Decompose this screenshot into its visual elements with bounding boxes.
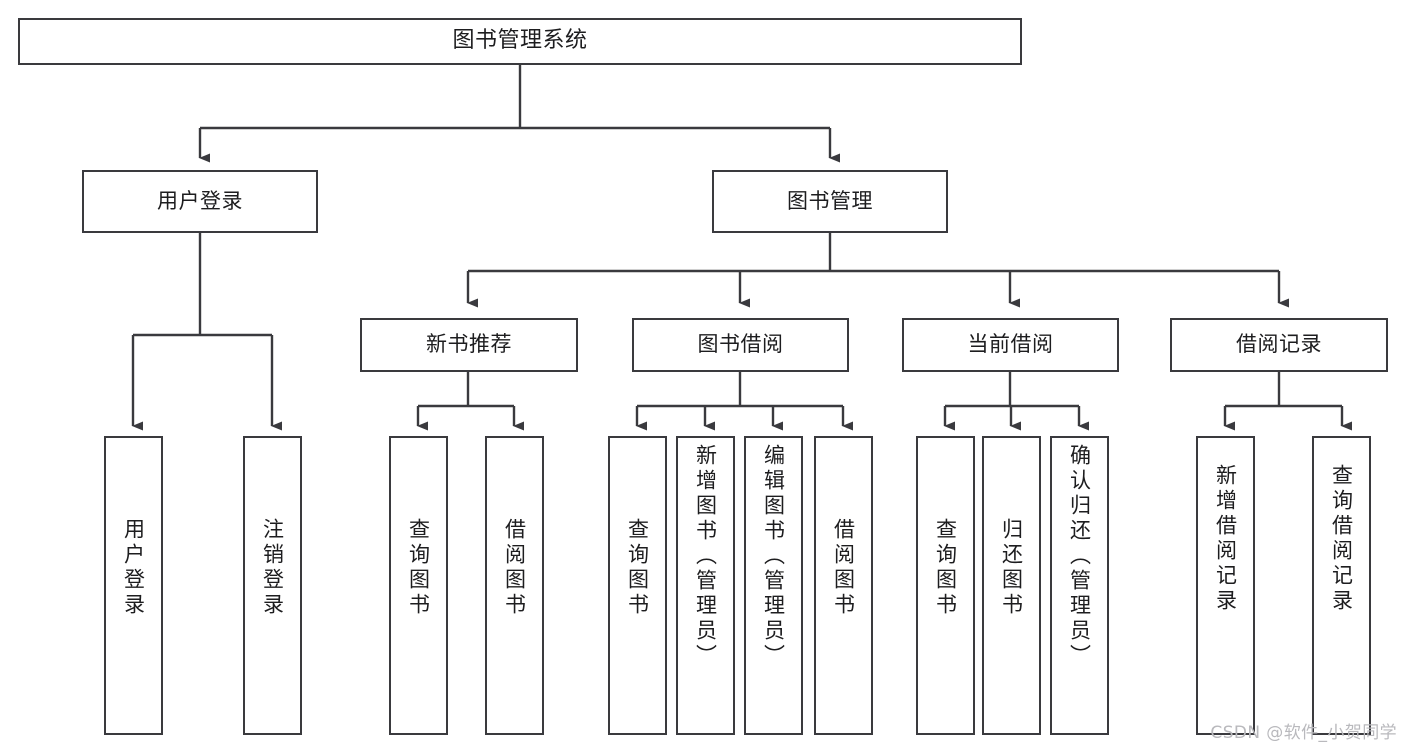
node-label: 用户登录: [121, 518, 146, 618]
leaf-current-borrow-query-book[interactable]: 查询图书: [916, 436, 975, 735]
node-label: 查询图书: [406, 518, 431, 618]
node-label: 借阅图书: [831, 518, 856, 618]
node-label: 查询图书: [933, 518, 958, 618]
node-label: 编辑图书（管理员）: [761, 444, 786, 669]
node-label: 新增借阅记录: [1213, 464, 1238, 614]
node-book-borrow[interactable]: 图书借阅: [632, 318, 849, 372]
leaf-current-borrow-return-book[interactable]: 归还图书: [982, 436, 1041, 735]
node-root-system[interactable]: 图书管理系统: [18, 18, 1022, 65]
node-label: 图书管理: [787, 188, 873, 213]
node-label: 新增图书（管理员）: [693, 444, 718, 669]
leaf-book-borrow-query-book[interactable]: 查询图书: [608, 436, 667, 735]
leaf-new-book-query-book[interactable]: 查询图书: [389, 436, 448, 735]
node-label: 图书借阅: [697, 332, 784, 357]
csdn-watermark: CSDN @软件_小贺同学: [1210, 723, 1397, 743]
node-label: 当前借阅: [967, 332, 1054, 357]
node-label: 确认归还（管理员）: [1067, 444, 1092, 669]
leaf-current-borrow-confirm-return-admin[interactable]: 确认归还（管理员）: [1050, 436, 1109, 735]
node-label: 注销登录: [260, 518, 285, 618]
node-label: 借阅记录: [1236, 332, 1322, 357]
leaf-book-borrow-edit-book-admin[interactable]: 编辑图书（管理员）: [744, 436, 803, 735]
node-label: 图书管理系统: [452, 28, 588, 54]
leaf-user-login-login[interactable]: 用户登录: [104, 436, 163, 735]
node-label: 查询借阅记录: [1329, 464, 1354, 614]
node-new-book-recommend[interactable]: 新书推荐: [360, 318, 578, 372]
node-current-borrow[interactable]: 当前借阅: [902, 318, 1119, 372]
leaf-book-borrow-borrow-book[interactable]: 借阅图书: [814, 436, 873, 735]
leaf-user-login-logout[interactable]: 注销登录: [243, 436, 302, 735]
node-label: 借阅图书: [502, 518, 527, 618]
leaf-book-borrow-add-book-admin[interactable]: 新增图书（管理员）: [676, 436, 735, 735]
node-label: 新书推荐: [426, 332, 512, 357]
leaf-borrow-record-query-record[interactable]: 查询借阅记录: [1312, 436, 1371, 735]
node-label: 用户登录: [157, 188, 243, 213]
node-label: 查询图书: [625, 518, 650, 618]
leaf-new-book-borrow-book[interactable]: 借阅图书: [485, 436, 544, 735]
node-book-management[interactable]: 图书管理: [712, 170, 948, 233]
leaf-borrow-record-add-record[interactable]: 新增借阅记录: [1196, 436, 1255, 735]
node-borrow-record[interactable]: 借阅记录: [1170, 318, 1388, 372]
node-user-login[interactable]: 用户登录: [82, 170, 318, 233]
node-label: 归还图书: [999, 518, 1024, 618]
